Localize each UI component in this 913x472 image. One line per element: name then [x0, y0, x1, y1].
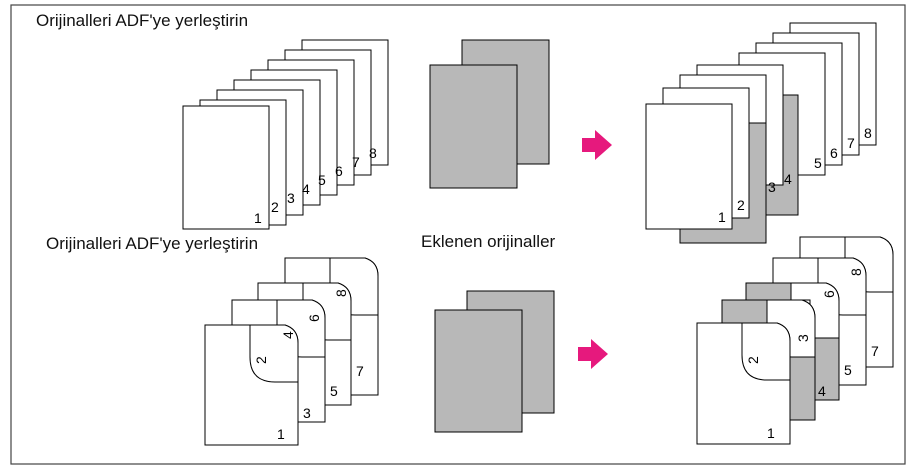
page-number: 5	[814, 155, 822, 171]
page-number: 7	[847, 135, 855, 151]
sheet-1	[182, 105, 270, 230]
diagram-border	[10, 4, 906, 465]
bottom-result-numbers: 8 6 3 2 7 5 4 1	[745, 268, 879, 441]
page-curl	[741, 322, 791, 381]
page-number: 6	[306, 314, 322, 322]
bottom-result-stack	[696, 236, 894, 445]
page-number: 5	[330, 383, 338, 399]
page-number: 2	[253, 356, 269, 364]
page-number: 5	[318, 172, 326, 188]
page-curl	[249, 324, 299, 383]
top-originals-numbers: 8 7 6 5 4 3 2 1	[254, 145, 377, 226]
middle-instruction-label: Orijinalleri ADF'ye yerleştirin	[46, 234, 259, 253]
top-originals-stack	[182, 39, 389, 230]
page-number: 8	[369, 145, 377, 161]
page-number: 5	[844, 362, 852, 378]
bottom-originals-numbers: 8 6 4 2 7 5 3 1	[253, 289, 364, 442]
inserted-originals-label: Eklenen orijinaller	[421, 232, 556, 251]
page-number: 2	[271, 199, 279, 215]
top-result-stack	[645, 22, 877, 244]
top-result-numbers: 8 7 6 5 4 3 2 1	[718, 125, 872, 225]
page-number: 2	[737, 197, 745, 213]
page-number: 3	[303, 405, 311, 421]
sheet-1	[645, 103, 733, 230]
page-number: 6	[335, 163, 343, 179]
top-instruction-label: Orijinalleri ADF'ye yerleştirin	[36, 11, 249, 30]
page-number: 7	[871, 343, 879, 359]
arrow-right-icon	[578, 339, 608, 369]
top-inserted-sheets	[429, 39, 550, 189]
page-number: 1	[254, 210, 262, 226]
page-number: 3	[287, 190, 295, 206]
page-number: 6	[821, 290, 837, 298]
page-number: 2	[745, 356, 761, 364]
inserted-sheet-front	[429, 64, 518, 189]
arrow-right-icon	[582, 130, 612, 160]
page-number: 1	[767, 425, 775, 441]
page-number: 1	[718, 209, 726, 225]
page-number: 7	[356, 363, 364, 379]
page-number: 4	[818, 383, 826, 399]
page-number: 4	[302, 181, 310, 197]
page-number: 3	[795, 334, 811, 342]
bottom-inserted-sheets	[434, 290, 555, 433]
inserted-sheet-front	[434, 309, 523, 433]
page-number: 4	[280, 331, 296, 339]
page-number: 1	[277, 426, 285, 442]
page-number: 8	[864, 125, 872, 141]
page-number: 4	[784, 171, 792, 187]
page-number: 6	[830, 145, 838, 161]
page-number: 7	[352, 154, 360, 170]
page-number: 8	[333, 289, 349, 297]
page-number: 8	[848, 268, 864, 276]
bottom-originals-stack	[204, 257, 379, 446]
page-number: 3	[768, 179, 776, 195]
